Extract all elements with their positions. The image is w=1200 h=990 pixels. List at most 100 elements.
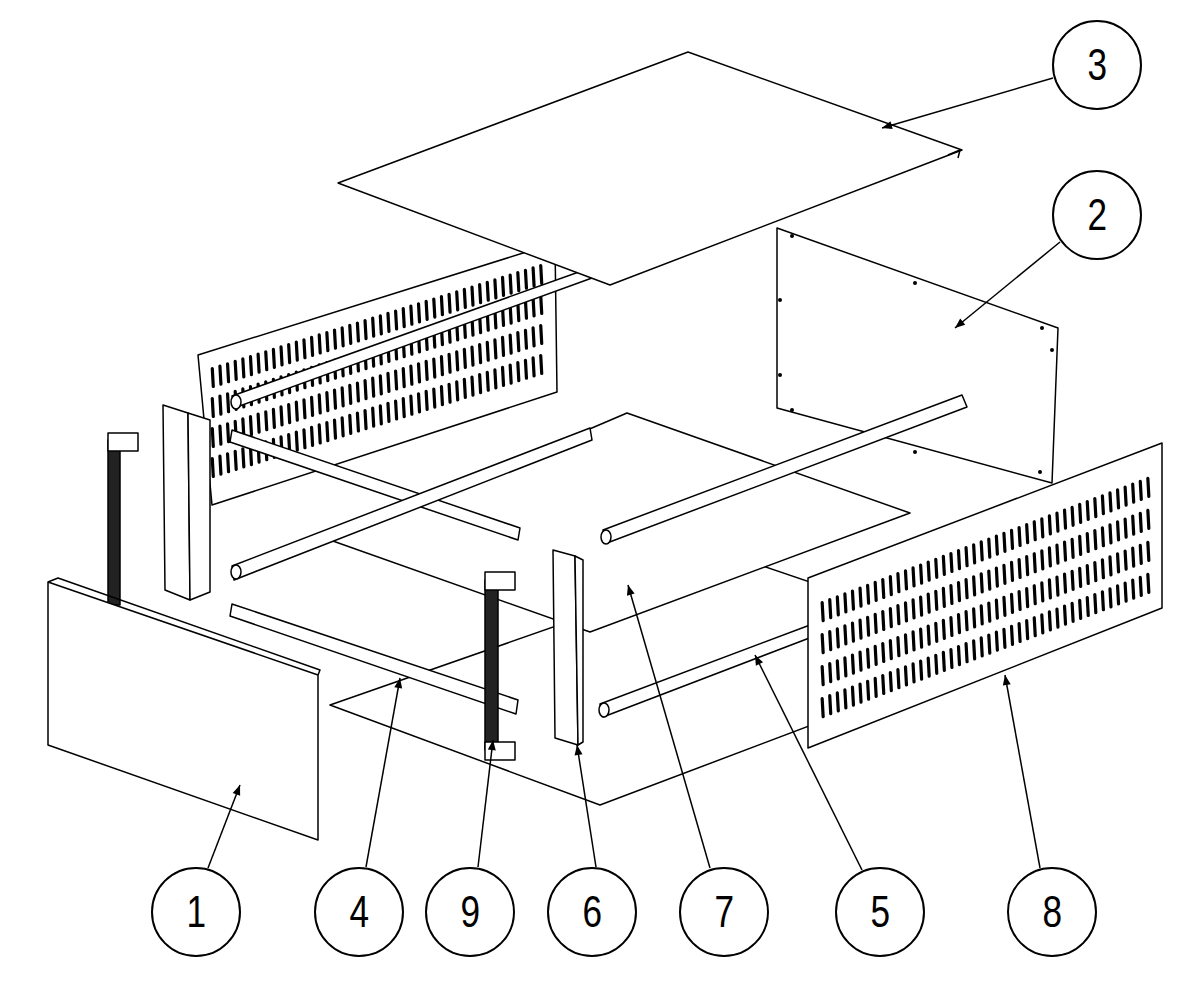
vent-slot	[503, 337, 504, 355]
vent-slot	[228, 364, 229, 382]
vent-slot	[966, 580, 967, 598]
vent-slot	[989, 635, 990, 653]
mount-bracket	[575, 556, 583, 745]
vent-slot	[1004, 565, 1005, 583]
vent-slot	[905, 571, 906, 589]
vent-slot	[258, 354, 259, 372]
vent-slot	[1034, 586, 1035, 604]
vent-slot	[1095, 531, 1096, 549]
vent-slot	[974, 609, 975, 627]
vent-slot	[989, 571, 990, 589]
vent-slot	[319, 335, 320, 353]
front-panel-lip	[48, 578, 320, 675]
vent-slot	[905, 603, 906, 621]
vent-slot	[837, 693, 838, 711]
vent-slot	[1080, 568, 1081, 586]
vent-slot	[996, 600, 997, 618]
vent-slot	[989, 539, 990, 557]
callout-number: 1	[186, 890, 206, 934]
vent-slot	[1072, 571, 1073, 589]
vent-slot	[883, 611, 884, 629]
vent-slot	[1049, 580, 1050, 598]
vent-slot	[334, 390, 335, 408]
vent-slot	[350, 415, 351, 433]
vent-slot	[388, 403, 389, 421]
vent-slot	[250, 357, 251, 375]
vent-slot	[1019, 624, 1020, 642]
vent-slot	[525, 300, 526, 318]
callout-number: 2	[1087, 193, 1107, 237]
vent-slot	[1110, 493, 1111, 511]
vent-slot	[541, 295, 542, 313]
rail-end	[601, 530, 611, 544]
vent-slot	[1133, 484, 1134, 502]
vent-slot	[289, 405, 290, 423]
vent-slot	[541, 355, 542, 373]
vent-slot	[1072, 507, 1073, 525]
vent-slot	[319, 395, 320, 413]
vent-slot	[426, 361, 427, 379]
vent-slot	[1019, 592, 1020, 610]
handle-cap	[485, 742, 515, 760]
vent-slot	[943, 556, 944, 574]
vent-slot	[1110, 525, 1111, 543]
front-panel	[48, 582, 318, 840]
vent-slot	[1118, 554, 1119, 572]
vent-slot	[822, 699, 823, 717]
vent-slot	[441, 297, 442, 315]
vent-slot	[220, 396, 221, 414]
vent-slot	[852, 687, 853, 705]
vent-slot	[525, 360, 526, 378]
vent-slot	[883, 579, 884, 597]
vent-slot	[373, 318, 374, 336]
vent-slot	[981, 574, 982, 592]
vent-slot	[921, 597, 922, 615]
vent-slot	[913, 632, 914, 650]
vent-slot	[875, 646, 876, 664]
vent-slot	[860, 588, 861, 606]
vent-slot	[1118, 490, 1119, 508]
callout-circle: 9	[425, 867, 515, 957]
rail	[232, 428, 592, 580]
vent-slot	[958, 615, 959, 633]
vent-slot	[921, 629, 922, 647]
vent-slot	[434, 389, 435, 407]
vent-slot	[281, 347, 282, 365]
vent-slot	[913, 664, 914, 682]
vent-slot	[890, 641, 891, 659]
vent-slot	[212, 459, 213, 477]
vent-slot	[1065, 606, 1066, 624]
vent-slot	[487, 282, 488, 300]
vent-slot	[1065, 542, 1066, 560]
vent-slot	[1095, 595, 1096, 613]
vent-slot	[951, 617, 952, 635]
vent-slot	[1110, 589, 1111, 607]
vent-slot	[890, 577, 891, 595]
vent-slot	[495, 280, 496, 298]
vent-slot	[1125, 551, 1126, 569]
callout-circle: 2	[1052, 170, 1142, 260]
callout-number: 3	[1087, 43, 1107, 87]
vent-slot	[266, 412, 267, 430]
vent-slot	[974, 577, 975, 595]
vent-slot	[974, 545, 975, 563]
vent-slot	[1034, 554, 1035, 572]
vent-slot	[1004, 533, 1005, 551]
vent-slot	[472, 347, 473, 365]
vent-slot	[951, 649, 952, 667]
vent-slot	[837, 661, 838, 679]
vent-slot	[943, 652, 944, 670]
vent-slot	[457, 382, 458, 400]
vent-slot	[373, 408, 374, 426]
vent-slot	[434, 359, 435, 377]
vent-slot	[426, 301, 427, 319]
vent-slot	[852, 591, 853, 609]
cover-lip	[948, 150, 960, 158]
vent-slot	[883, 675, 884, 693]
vent-slot	[327, 333, 328, 351]
vent-slot	[1110, 557, 1111, 575]
mount-bracket	[553, 550, 578, 745]
vent-slot	[380, 406, 381, 424]
callout-number: 8	[1042, 890, 1062, 934]
vent-slot	[1072, 539, 1073, 557]
